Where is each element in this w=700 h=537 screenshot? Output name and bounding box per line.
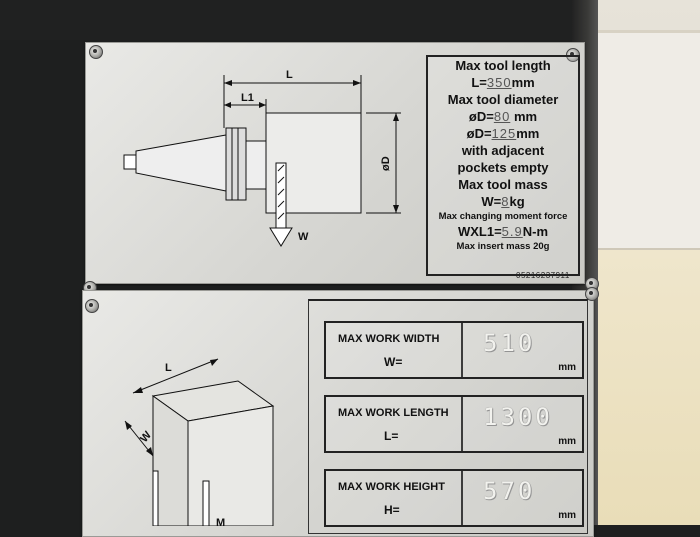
row-value: 570 (483, 477, 536, 505)
moment-spec: WXL1=5.9N-m (457, 224, 549, 239)
row-symbol: H= (384, 503, 400, 517)
label-cell: MAX WORK WIDTH W= (324, 321, 463, 379)
workpiece-diagram: L W M (124, 358, 275, 526)
value-cell: 570 mm (461, 469, 584, 527)
row-label: MAX WORK HEIGHT (338, 481, 445, 493)
max-work-width-row: MAX WORK WIDTH W= 510 mm (324, 321, 584, 379)
row-symbol: W= (384, 355, 403, 369)
row-unit: mm (558, 510, 576, 521)
row-unit: mm (558, 436, 576, 447)
diameter-spec: øD=80 mm (468, 109, 538, 124)
background-shelf (590, 30, 700, 254)
work-spec-plate: L W M MAX WORK WIDTH W= 510 mm MAX WORK … (82, 277, 599, 537)
row-value: 1300 (483, 403, 553, 431)
value-cell: 510 mm (461, 321, 584, 379)
screw (585, 287, 599, 301)
tool-spec-plate: L L1 øD W Max tool length L=350mm (83, 42, 585, 295)
background-lower-wall (590, 250, 700, 525)
work-length-label: L (165, 362, 172, 374)
length-label: L (286, 69, 293, 81)
adjacent-note-2: pockets empty (457, 160, 549, 175)
tool-holder-diagram: L L1 øD W (123, 69, 401, 247)
moment-force-label: Max changing moment force (438, 211, 568, 222)
work-spec-frame: MAX WORK WIDTH W= 510 mm MAX WORK LENGTH… (308, 299, 588, 534)
screw (89, 45, 103, 59)
work-width-label: W (138, 429, 154, 445)
mass-spec: W=8kg (481, 194, 525, 209)
l1-label: L1 (241, 92, 254, 104)
machine-housing (0, 0, 590, 40)
max-tool-mass-label: Max tool mass (458, 177, 548, 192)
row-label: MAX WORK WIDTH (338, 333, 440, 345)
length-spec: L=350mm (471, 75, 535, 90)
weight-label: W (298, 231, 309, 243)
work-mass-label: M (216, 517, 225, 526)
row-unit: mm (558, 362, 576, 373)
adjacent-note-1: with adjacent (461, 143, 545, 158)
max-tool-length-label: Max tool length (455, 58, 551, 73)
insert-mass-label: Max insert mass 20g (456, 241, 550, 252)
max-work-height-row: MAX WORK HEIGHT H= 570 mm (324, 469, 584, 527)
max-tool-diameter-label: Max tool diameter (447, 92, 559, 107)
diameter-label: øD (380, 156, 392, 171)
row-value: 510 (483, 329, 536, 357)
max-work-length-row: MAX WORK LENGTH L= 1300 mm (324, 395, 584, 453)
row-symbol: L= (384, 429, 399, 443)
serial-number: 05216237911 (516, 271, 570, 280)
row-label: MAX WORK LENGTH (338, 407, 449, 419)
label-cell: MAX WORK LENGTH L= (324, 395, 463, 453)
diameter2-spec: øD=125mm (466, 126, 540, 141)
label-cell: MAX WORK HEIGHT H= (324, 469, 463, 527)
screw (85, 299, 99, 313)
tool-spec-box: Max tool length L=350mm Max tool diamete… (426, 55, 580, 276)
value-cell: 1300 mm (461, 395, 584, 453)
